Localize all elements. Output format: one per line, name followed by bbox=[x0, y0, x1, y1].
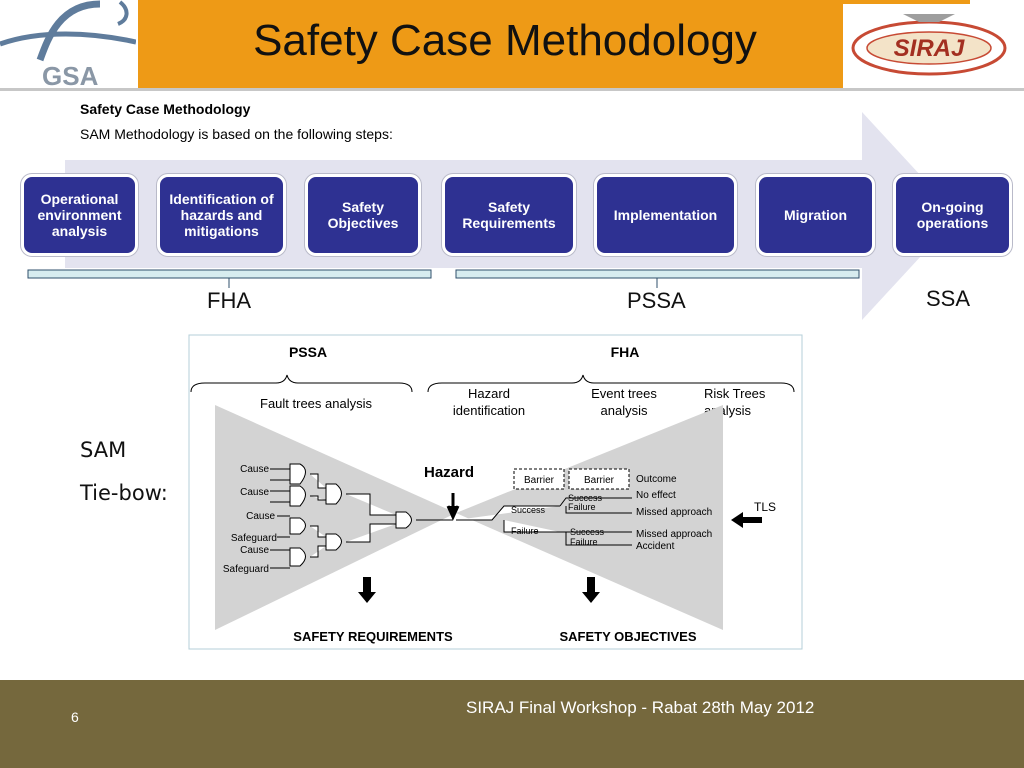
outcome-accident: Accident bbox=[636, 541, 675, 552]
fault-trees-label: Fault trees analysis bbox=[260, 396, 372, 411]
tls-arrow bbox=[731, 512, 762, 528]
step-safety-objectives: Safety Objectives bbox=[305, 174, 421, 256]
tie-bow-label: Tie-bow: bbox=[80, 481, 168, 505]
event-failure-root: Failure bbox=[511, 526, 539, 536]
header-band bbox=[138, 0, 970, 88]
step-safety-requirements: Safety Requirements bbox=[442, 174, 576, 256]
section-subheading: Safety Case Methodology bbox=[80, 101, 251, 117]
footer-text: SIRAJ Final Workshop - Rabat 28th May 20… bbox=[466, 698, 815, 717]
safety-requirements-label: SAFETY REQUIREMENTS bbox=[293, 629, 453, 644]
cause-4: Cause bbox=[240, 545, 269, 556]
footer-bar bbox=[0, 680, 1024, 768]
objectives-arrow bbox=[582, 577, 600, 603]
siraj-logo-text: SIRAJ bbox=[894, 35, 965, 62]
event-trees-line2: analysis bbox=[601, 403, 648, 418]
step-migration: Migration bbox=[756, 174, 875, 256]
cause-3: Cause bbox=[246, 511, 275, 522]
hazard-label: Hazard bbox=[424, 464, 474, 481]
outcome-header: Outcome bbox=[636, 474, 677, 485]
header-divider bbox=[0, 88, 1024, 91]
safeguard-2: Safeguard bbox=[223, 564, 269, 575]
page-number: 6 bbox=[71, 709, 79, 725]
outcome-missed-approach-1: Missed approach bbox=[636, 507, 712, 518]
safety-objectives-label: SAFETY OBJECTIVES bbox=[559, 629, 696, 644]
event-success-2: Success bbox=[570, 527, 605, 537]
step-identification-of-hazards: Identification of hazards and mitigation… bbox=[157, 174, 286, 256]
event-trees-line1: Event trees bbox=[591, 386, 657, 401]
hazard-identification-line2: identification bbox=[453, 403, 525, 418]
intro-text: SAM Methodology is based on the followin… bbox=[80, 126, 393, 142]
gsa-logo-text: GSA bbox=[42, 61, 99, 90]
event-success-1: Success bbox=[568, 493, 603, 503]
safeguard-1: Safeguard bbox=[231, 533, 277, 544]
event-failure-2: Failure bbox=[570, 537, 598, 547]
phase-pssa: PSSA bbox=[627, 288, 686, 313]
siraj-logo: SIRAJ bbox=[843, 4, 1015, 88]
outcome-missed-approach-2: Missed approach bbox=[636, 529, 712, 540]
step-on-going-operations: On-going operations bbox=[893, 174, 1012, 256]
cause-2: Cause bbox=[240, 487, 269, 498]
phase-fha: FHA bbox=[207, 288, 251, 313]
bowtie-diagram: PSSA FHA Fault trees analysis Hazard ide… bbox=[188, 334, 803, 650]
requirements-arrow bbox=[358, 577, 376, 603]
gsa-logo: GSA bbox=[0, 0, 136, 90]
outcome-no-effect: No effect bbox=[636, 490, 676, 501]
sam-label: SAM bbox=[80, 438, 127, 462]
risk-trees-line1: Risk Trees bbox=[704, 386, 766, 401]
phase-brackets bbox=[27, 269, 860, 288]
bowtie-pssa-header: PSSA bbox=[289, 344, 327, 360]
slide-title: Safety Case Methodology bbox=[253, 16, 757, 65]
cause-1: Cause bbox=[240, 464, 269, 475]
barrier-1: Barrier bbox=[524, 475, 555, 486]
phase-ssa: SSA bbox=[926, 286, 971, 311]
event-failure-1: Failure bbox=[568, 502, 596, 512]
hazard-identification-line1: Hazard bbox=[468, 386, 510, 401]
event-success-root: Success bbox=[511, 505, 546, 515]
step-implementation: Implementation bbox=[594, 174, 737, 256]
barrier-2: Barrier bbox=[584, 475, 615, 486]
tls-label: TLS bbox=[754, 500, 776, 514]
bowtie-fha-header: FHA bbox=[611, 344, 640, 360]
step-operational-environment: Operational environment analysis bbox=[21, 174, 138, 256]
